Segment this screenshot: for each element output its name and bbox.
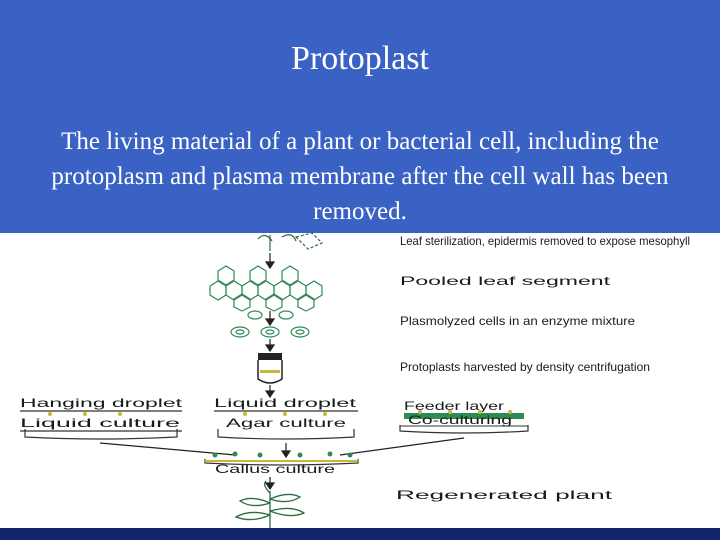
converging-arrows-icon [99,437,465,459]
label-hanging-droplet: Hanging droplet [20,396,183,410]
step-label-plasmolyzed: Plasmolyzed cells in an enzyme mixture [400,314,635,328]
label-liquid-droplet: Liquid droplet [214,396,357,410]
step-label-harvested: Protoplasts harvested by density centrif… [400,360,650,374]
leaf-sprig-icon [257,233,324,251]
arrow-down-icon [264,339,276,353]
slide-title: Protoplast [291,40,429,77]
arrow-down-icon [264,477,276,491]
leaf-segment-cells-icon [209,265,323,312]
arrow-down-icon [264,311,276,327]
step-label-sterilization: Leaf sterilization, epidermis removed to… [400,234,690,248]
label-co-culturing: Co-culturing [408,413,512,427]
label-liquid-culture: Liquid culture [20,416,181,430]
centrifuge-tube-icon [257,353,283,384]
slide-header: Protoplast The living material of a plan… [0,0,720,233]
callus-dish-icon [204,451,359,466]
arrow-down-icon [264,253,276,270]
protoplast-isolation-diagram: Leaf sterilization, epidermis removed to… [20,233,690,528]
step-label-pooled: Pooled leaf segment [400,274,611,288]
label-regenerated-plant: Regenerated plant [396,488,613,502]
agar-dish-icon [214,410,358,440]
arrow-down-icon [264,385,276,399]
label-feeder-layer: Feeder layer [404,399,504,413]
regenerated-plant-icon [234,480,306,528]
feeder-layer-dish-icon [399,410,529,434]
hanging-droplet-dish-icon [20,410,182,440]
slide-body-text: The living material of a plant or bacter… [51,128,669,225]
plasmolyzed-cells-icon [230,310,310,338]
bottom-bar [0,528,720,540]
label-callus-culture: Callus culture [215,462,336,476]
label-agar-culture: Agar culture [226,416,347,430]
